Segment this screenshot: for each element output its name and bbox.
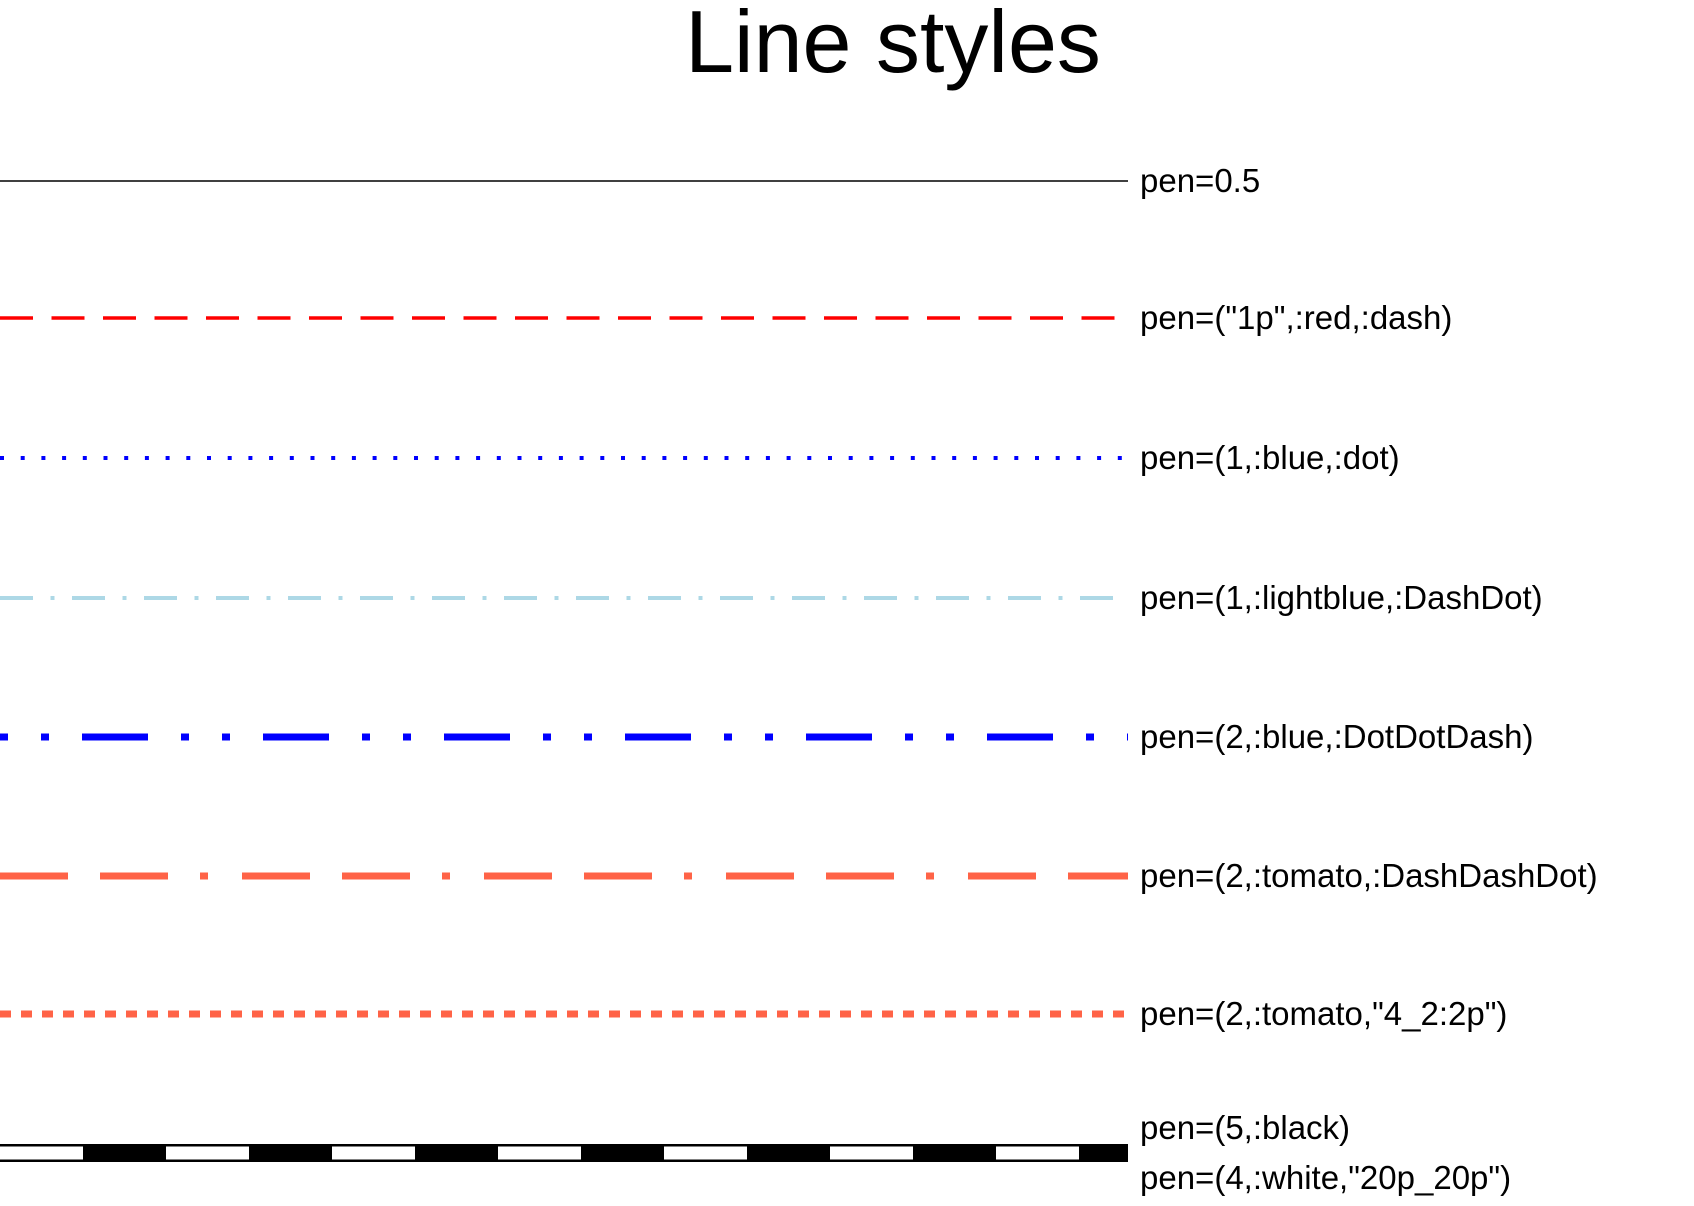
pen-label-text: pen=(4,:white,"20p_20p") <box>1140 1159 1512 1196</box>
line-label-block-6: pen=(2,:tomato,:DashDashDot) <box>1140 851 1598 901</box>
line-label-block-8: pen=(5,:black) pen=(4,:white,"20p_20p") <box>1140 1103 1511 1203</box>
line-label-block-1: pen=0.5 <box>1140 156 1260 206</box>
pen-label-text: pen=(5,:black) <box>1140 1109 1351 1146</box>
line-label-block-2: pen=("1p",:red,:dash) <box>1140 293 1452 343</box>
pen-label-text: pen=(1,:blue,:dot) <box>1140 439 1400 476</box>
pen-label-text: pen=(1,:lightblue,:DashDot) <box>1140 579 1543 616</box>
pen-label-text: pen=0.5 <box>1140 162 1261 199</box>
line-label-block-4: pen=(1,:lightblue,:DashDot) <box>1140 573 1543 623</box>
pen-label-text: pen=(2,:tomato,"4_2:2p") <box>1140 995 1508 1032</box>
line-label-block-7: pen=(2,:tomato,"4_2:2p") <box>1140 989 1507 1039</box>
pen-label-text: pen=(2,:tomato,:DashDashDot) <box>1140 857 1598 894</box>
line-label-block-5: pen=(2,:blue,:DotDotDash) <box>1140 712 1533 762</box>
pen-label-text: pen=(2,:blue,:DotDotDash) <box>1140 718 1534 755</box>
pen-label-text: pen=("1p",:red,:dash) <box>1140 299 1453 336</box>
line-label-block-3: pen=(1,:blue,:dot) <box>1140 433 1400 483</box>
plot-title: Line styles <box>685 0 1101 91</box>
